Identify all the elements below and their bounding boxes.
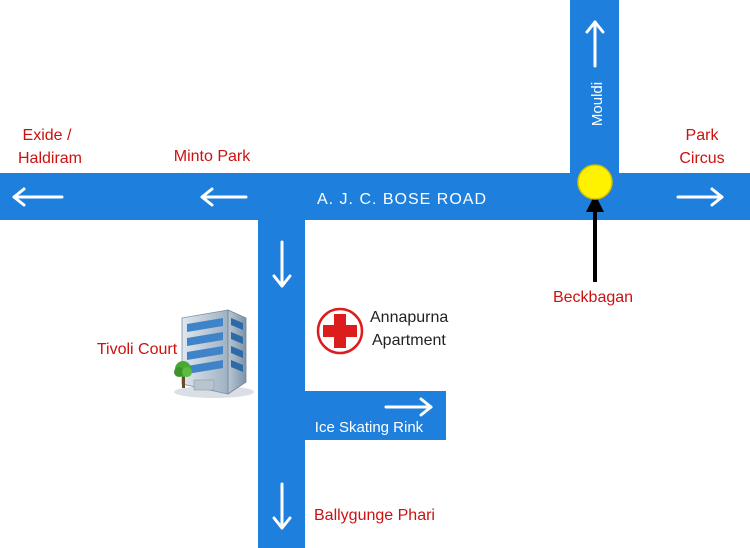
place-label-apartment: Apartment <box>372 332 446 349</box>
beckbagan-arrow-icon <box>586 194 604 282</box>
arrow-down-icon <box>272 240 292 288</box>
tree-icon <box>174 361 192 388</box>
office-building-icon <box>174 309 254 398</box>
arrow-left-icon <box>200 187 248 207</box>
main-road <box>0 173 750 220</box>
place-label-annapurna: Annapurna <box>370 309 448 326</box>
place-label-ballygunge-phari: Ballygunge Phari <box>314 507 435 524</box>
place-label-tivoli-court: Tivoli Court <box>97 341 178 358</box>
main-road-label: A. J. C. BOSE ROAD <box>317 191 487 208</box>
north-road-label: Mouldi <box>589 82 606 126</box>
place-label-haldiram: Haldiram <box>18 150 82 167</box>
place-label-exide: Exide / <box>23 127 72 144</box>
location-marker-icon <box>577 164 613 200</box>
place-label-beckbagan: Beckbagan <box>553 289 633 306</box>
red-cross-icon <box>316 307 364 355</box>
arrow-down-icon <box>272 482 292 530</box>
side-road-label: Ice Skating Rink <box>315 419 424 436</box>
arrow-right-icon <box>676 187 724 207</box>
place-label-park: Park <box>686 127 720 144</box>
place-label-minto-park: Minto Park <box>174 148 251 165</box>
place-label-circus: Circus <box>679 150 724 167</box>
arrow-left-icon <box>12 187 64 207</box>
arrow-right-icon <box>384 397 433 417</box>
arrow-up-icon <box>585 20 605 68</box>
side-road <box>258 391 446 440</box>
direction-arrows <box>12 20 724 530</box>
